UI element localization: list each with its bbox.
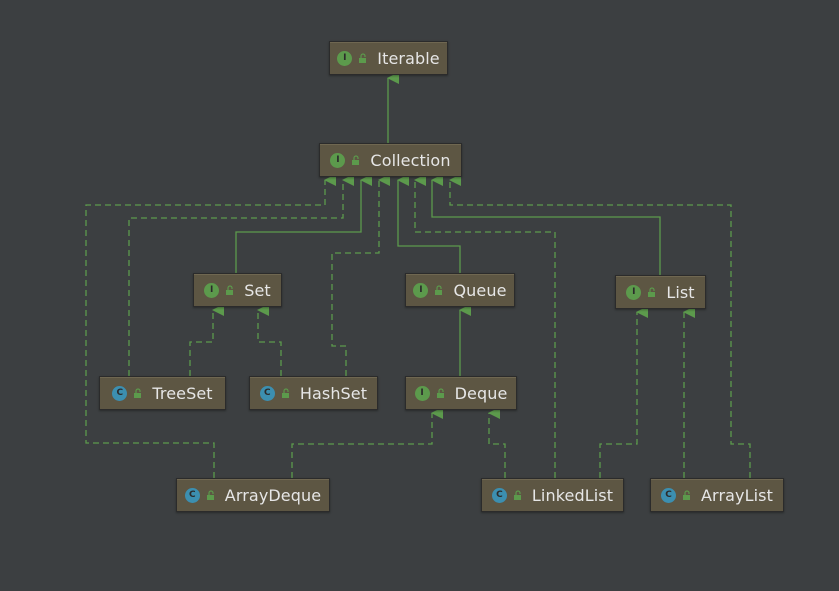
node-set[interactable]: I Set: [193, 273, 282, 307]
edge-treeset-to-set: [189, 304, 224, 376]
node-label: List: [666, 282, 695, 302]
lock-icon: [682, 489, 693, 501]
node-deque[interactable]: I Deque: [405, 376, 517, 410]
edge-arraylist-to-collection: [449, 174, 751, 478]
node-treeset[interactable]: C TreeSet: [99, 376, 226, 410]
node-label: LinkedList: [531, 485, 614, 505]
edge-arraydeque-to-deque: [291, 407, 443, 478]
lock-icon: [206, 489, 217, 501]
edge-list-to-collection: [431, 174, 661, 275]
interface-icon: I: [337, 50, 353, 66]
class-icon: C: [112, 385, 128, 401]
lock-icon: [513, 489, 524, 501]
lock-icon: [434, 284, 445, 296]
node-queue[interactable]: I Queue: [405, 273, 515, 307]
node-label: Queue: [453, 280, 507, 300]
edge-hashset-to-set: [257, 304, 282, 376]
interface-icon: I: [204, 282, 220, 298]
node-collection[interactable]: I Collection: [319, 143, 462, 177]
edge-linkedlist-to-list: [599, 306, 648, 478]
lock-icon: [647, 286, 658, 298]
lock-icon: [225, 284, 236, 296]
lock-icon: [358, 52, 369, 64]
node-list[interactable]: I List: [615, 275, 706, 309]
node-arraylist[interactable]: C ArrayList: [650, 478, 784, 512]
interface-icon: I: [626, 284, 642, 300]
edge-hashset-to-collection: [331, 174, 390, 376]
node-label: TreeSet: [152, 383, 213, 403]
lock-icon: [133, 387, 144, 399]
edge-linkedlist-to-deque: [488, 407, 506, 478]
edge-treeset-to-set: [128, 174, 354, 376]
node-label: Deque: [454, 383, 508, 403]
edge-queue-to-collection: [397, 174, 461, 273]
edge-arraydeque-to-collection: [85, 174, 336, 478]
node-label: ArrayList: [701, 485, 773, 505]
edge-linkedlist-to-collection: [414, 174, 556, 478]
class-icon: C: [661, 487, 677, 503]
node-arraydeque[interactable]: C ArrayDeque: [176, 478, 330, 512]
class-icon: C: [259, 385, 275, 401]
interface-icon: I: [413, 282, 429, 298]
edge-set-to-collection: [235, 174, 372, 273]
node-linkedlist[interactable]: C LinkedList: [481, 478, 624, 512]
interface-icon: I: [330, 152, 346, 168]
class-icon: C: [491, 487, 507, 503]
lock-icon: [351, 154, 362, 166]
node-label: Set: [244, 280, 271, 300]
class-icon: C: [184, 487, 200, 503]
lock-icon: [436, 387, 447, 399]
interface-icon: I: [414, 385, 430, 401]
node-label: ArrayDeque: [224, 485, 322, 505]
node-label: Collection: [370, 150, 451, 170]
node-hashset[interactable]: C HashSet: [249, 376, 378, 410]
node-iterable[interactable]: I Iterable: [329, 41, 448, 75]
node-label: Iterable: [377, 48, 440, 68]
node-label: HashSet: [299, 383, 368, 403]
lock-icon: [281, 387, 292, 399]
